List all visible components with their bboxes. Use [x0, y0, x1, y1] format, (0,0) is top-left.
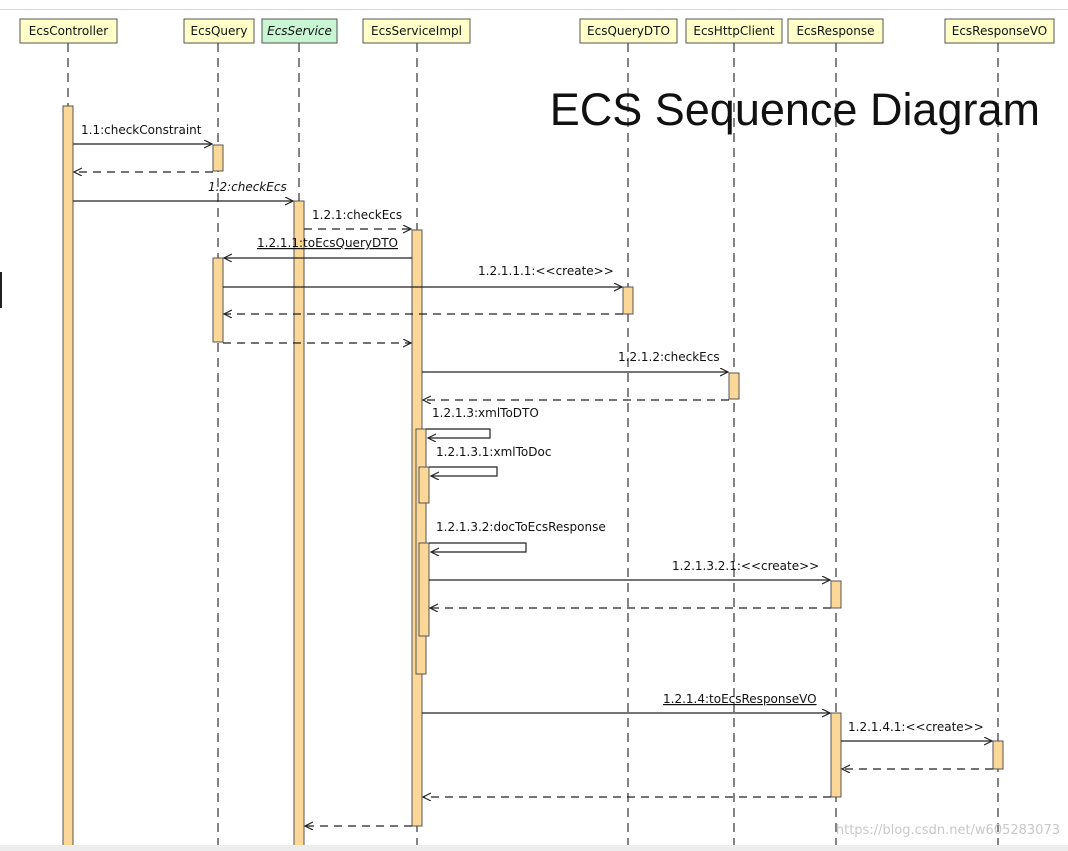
left-edge-marker — [0, 272, 2, 308]
message-label-3: 1.2.1:checkEcs — [312, 208, 402, 222]
message-label-8: 1.2.1.3.1:xmlToDoc — [436, 445, 551, 459]
message-label-1: 1.1:checkConstraint — [81, 123, 202, 137]
message-label-11: 1.2.1.4:toEcsResponseVO — [663, 692, 817, 706]
activation-response-10 — [830, 580, 842, 609]
message-label-10: 1.2.1.3.2.1:<<create>> — [672, 559, 819, 573]
watermark: https://blog.csdn.net/w605283073 — [835, 823, 1060, 838]
participant-label-dto: EcsQueryDTO — [587, 24, 670, 38]
participant-impl: EcsServiceImpl — [362, 18, 471, 44]
activation-query-1 — [212, 144, 224, 172]
participant-label-http: EcsHttpClient — [693, 24, 775, 38]
participant-controller: EcsController — [19, 18, 118, 44]
participant-label-impl: EcsServiceImpl — [371, 24, 462, 38]
message-arrow-8 — [429, 466, 498, 476]
message-label-6: 1.2.1.2:checkEcs — [618, 350, 720, 364]
activation-impl-8 — [418, 466, 430, 504]
message-label-5: 1.2.1.1.1:<<create>> — [478, 264, 614, 278]
bottom-scrollbar — [0, 845, 1068, 851]
participant-response: EcsResponse — [787, 18, 884, 44]
activation-impl-9 — [418, 542, 430, 637]
top-border — [0, 9, 1068, 10]
activation-controller-0 — [62, 105, 74, 851]
participant-query: EcsQuery — [183, 18, 255, 44]
participant-http: EcsHttpClient — [685, 18, 783, 44]
message-label-2: 1.2:checkEcs — [208, 180, 287, 194]
message-arrow-7 — [426, 428, 491, 438]
participant-label-controller: EcsController — [29, 24, 109, 38]
activation-http-6 — [728, 372, 740, 400]
activation-response-11 — [830, 712, 842, 798]
message-arrow-9 — [429, 542, 527, 552]
participant-label-vo: EcsResponseVO — [952, 24, 1048, 38]
participant-label-service: EcsService — [267, 24, 332, 38]
participant-service: EcsService — [261, 18, 338, 44]
message-label-4: 1.2.1.1:toEcsQueryDTO — [257, 236, 398, 250]
activation-dto-5 — [622, 286, 634, 315]
participant-label-response: EcsResponse — [796, 24, 874, 38]
activation-service-2 — [293, 200, 305, 851]
participant-label-query: EcsQuery — [191, 24, 248, 38]
diagram-title: ECS Sequence Diagram — [549, 84, 1040, 135]
activation-vo-12 — [992, 740, 1004, 770]
activation-query-4 — [212, 257, 224, 343]
message-label-9: 1.2.1.3.2:docToEcsResponse — [436, 520, 606, 534]
participant-dto: EcsQueryDTO — [579, 18, 678, 44]
message-label-7: 1.2.1.3:xmlToDTO — [432, 406, 539, 420]
message-label-12: 1.2.1.4.1:<<create>> — [848, 720, 984, 734]
participant-vo: EcsResponseVO — [944, 18, 1055, 44]
